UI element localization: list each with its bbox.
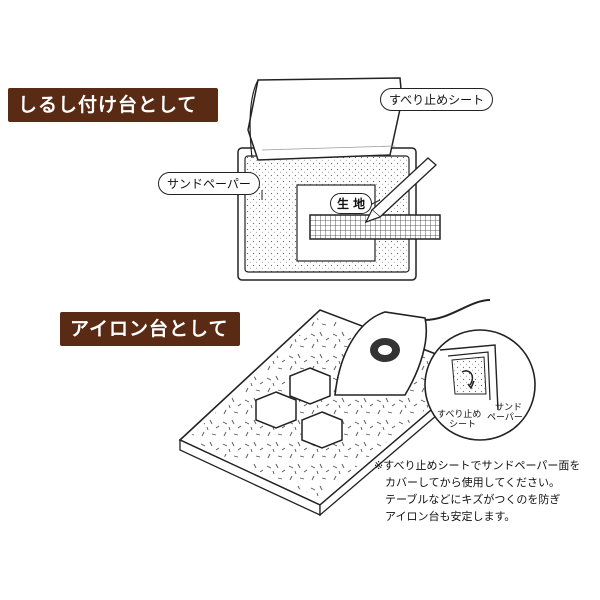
inset-label-line: サンド	[495, 403, 523, 413]
inset-label-non-slip-sheet: すべり止め シート	[437, 410, 481, 430]
label-fabric: 生 地	[330, 193, 373, 214]
note-line: ※すべり止めシートでサンドペーパー面を	[374, 459, 581, 472]
inset-detail	[424, 329, 536, 441]
section-title-marking-board: しるし付け台として	[8, 88, 218, 122]
inset-label-sandpaper: サンド ペーパー	[487, 403, 523, 423]
usage-note: ※すべり止めシートでサンドペーパー面を カバーしてから使用してください。 テーブ…	[374, 457, 580, 525]
label-sandpaper: サンドペーパー	[158, 172, 260, 195]
marking-board-drawing	[237, 77, 441, 281]
label-non-slip-sheet: すべり止めシート	[380, 88, 494, 111]
note-line: テーブルなどにキズがつくのを防ぎ	[385, 493, 561, 506]
section-title-ironing-board: アイロン台として	[60, 312, 240, 346]
note-line: カバーしてから使用してください。	[385, 476, 561, 489]
note-line: アイロン台も安定します。	[385, 510, 516, 523]
inset-label-line: すべり止め	[437, 410, 482, 420]
inset-label-line: ペーパー	[487, 413, 523, 423]
inset-label-line: シート	[449, 420, 477, 430]
